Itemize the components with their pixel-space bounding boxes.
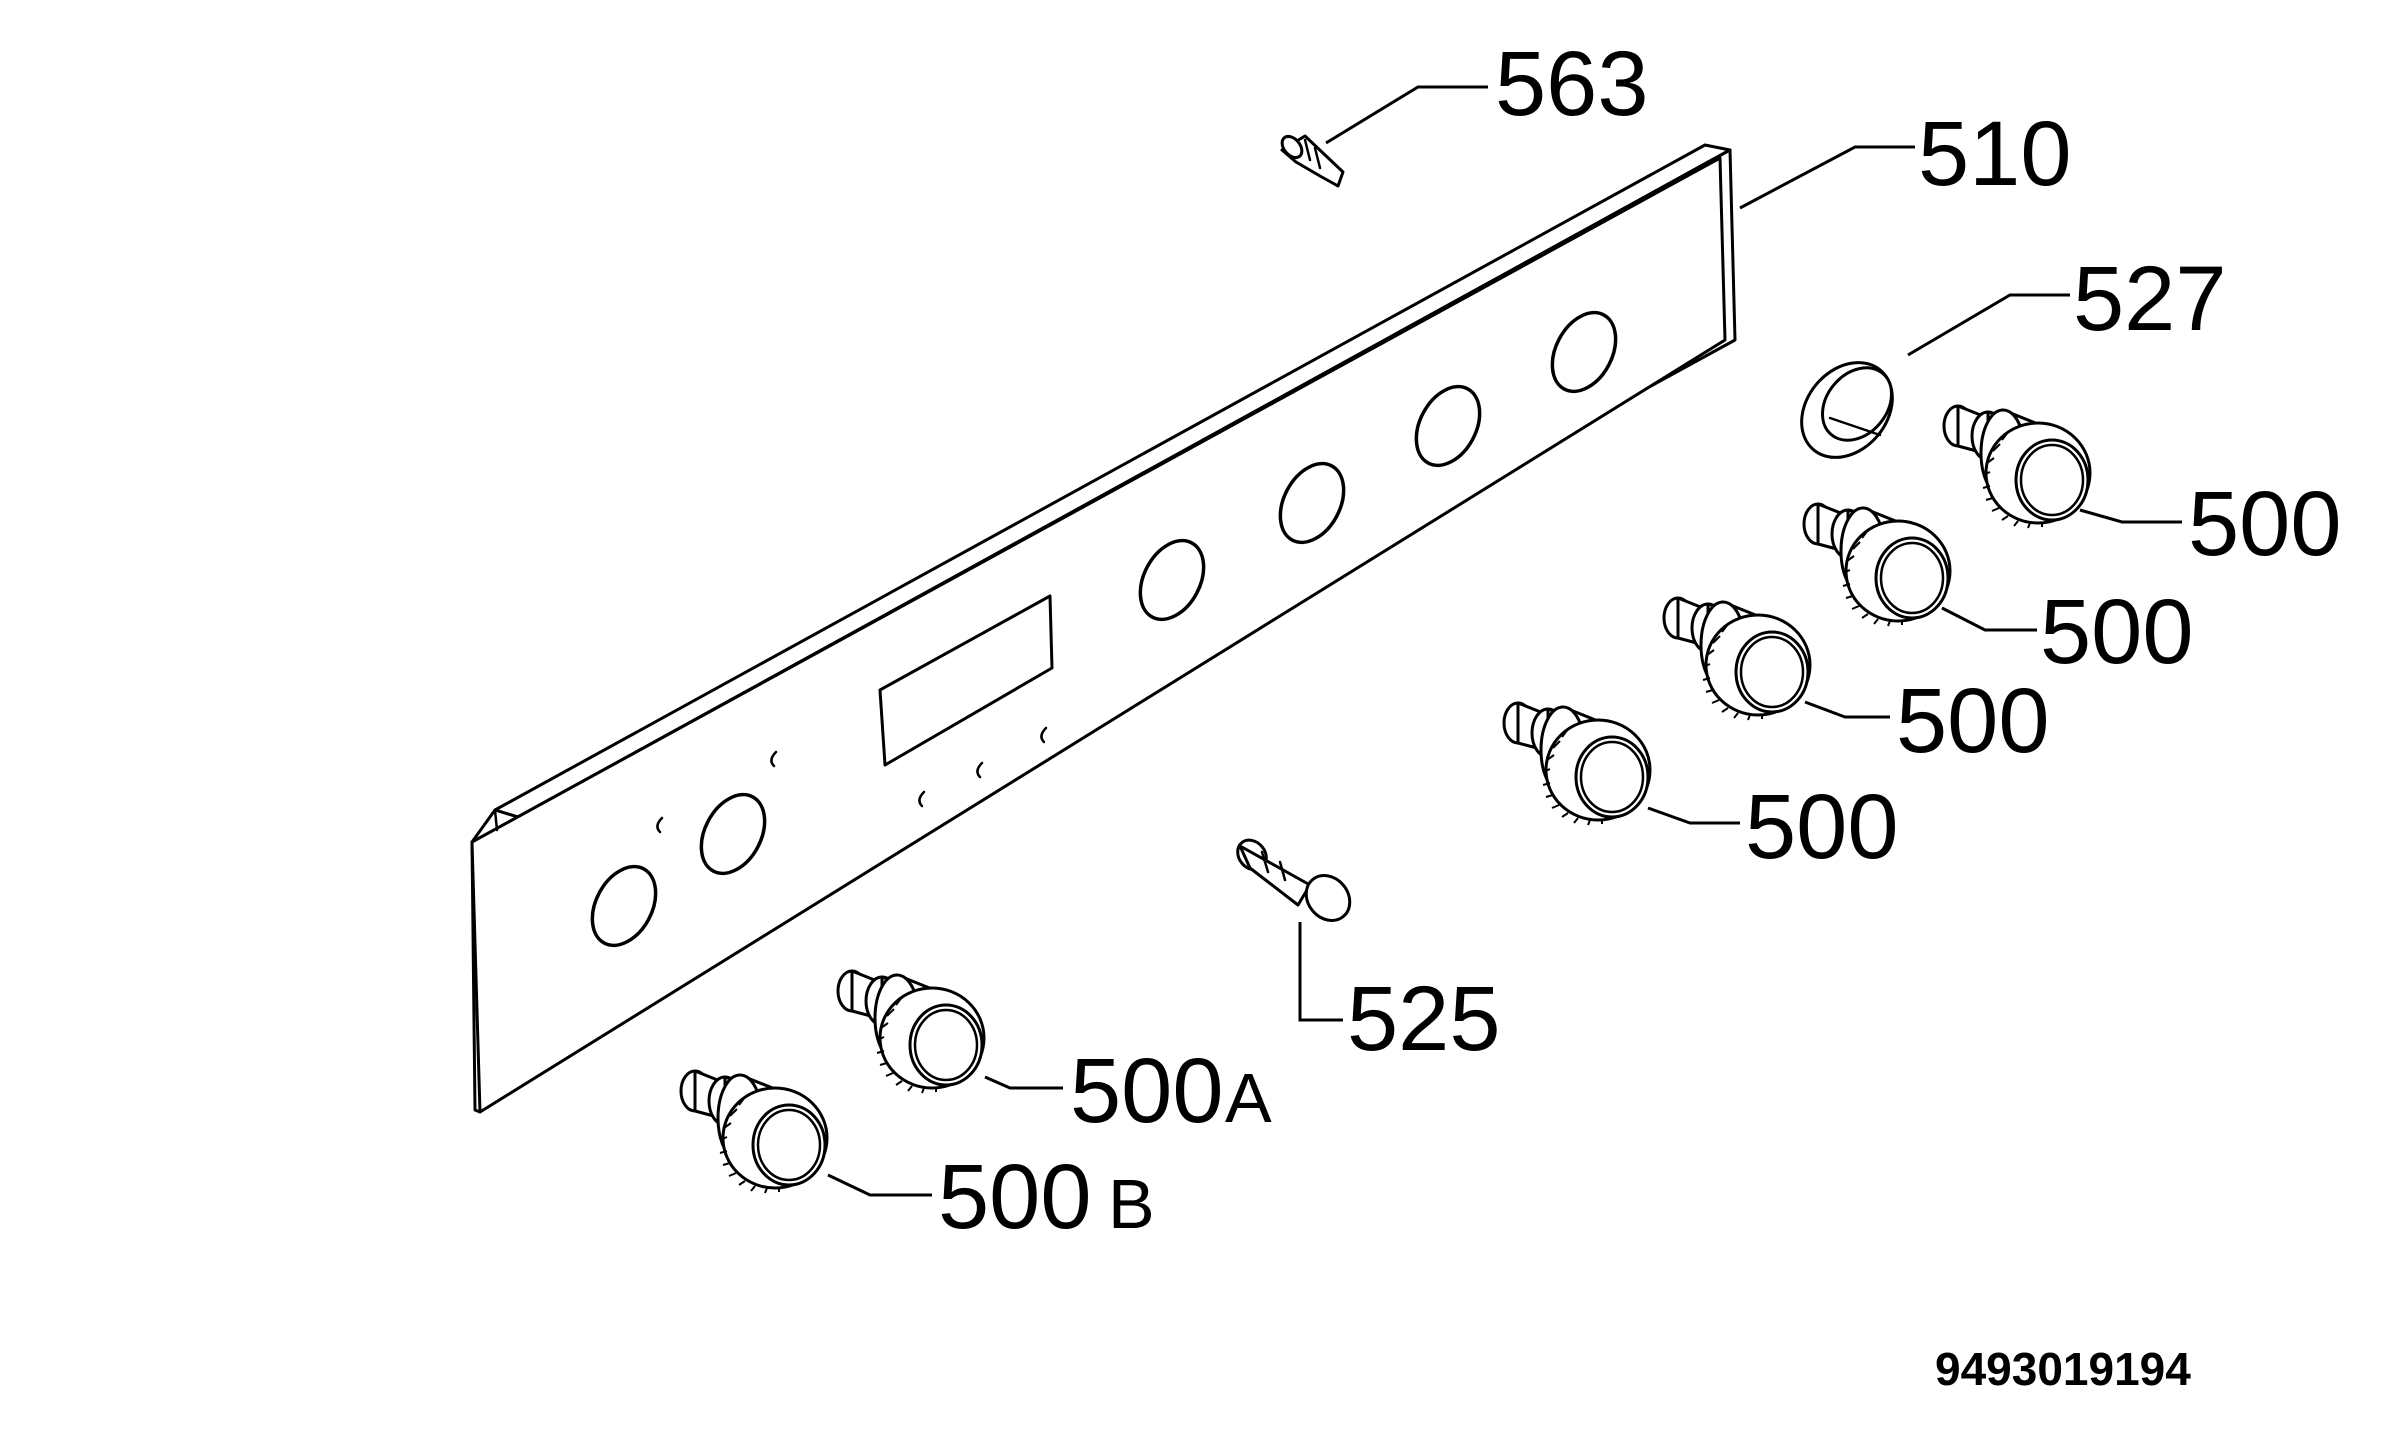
knob-500A xyxy=(836,969,986,1095)
callout-500A-number: 500 xyxy=(1070,1040,1224,1142)
knob-hole xyxy=(1278,461,1346,545)
control-panel-510 xyxy=(470,143,1737,1114)
callout-510: 510 xyxy=(1918,103,2072,205)
knob-hole xyxy=(1414,384,1482,468)
knob-500-2 xyxy=(1802,502,1952,628)
panel-mark xyxy=(656,816,664,834)
leader-lines xyxy=(827,85,2182,1197)
screw-525 xyxy=(1236,838,1352,922)
knob-hole xyxy=(1138,538,1206,622)
callout-500: 500 xyxy=(2040,581,2194,683)
callout-500B-suffix: B xyxy=(1108,1165,1155,1243)
panel-mark xyxy=(770,750,778,768)
panel-mark xyxy=(1040,726,1048,744)
knob-500-1 xyxy=(1942,404,2092,530)
knob-hole xyxy=(699,792,767,876)
knob-500B xyxy=(679,1069,829,1195)
callout-500: 500 xyxy=(1896,670,2050,772)
callout-527: 527 xyxy=(2073,248,2227,350)
callout-500: 500 xyxy=(2188,473,2342,575)
callout-500A-suffix: A xyxy=(1225,1059,1272,1137)
knob-500-3 xyxy=(1662,596,1812,722)
knob-500-4 xyxy=(1502,701,1652,827)
panel-mark xyxy=(918,790,926,808)
callout-525: 525 xyxy=(1347,968,1501,1070)
callout-500B-number: 500 xyxy=(938,1146,1092,1248)
callout-563: 563 xyxy=(1495,33,1649,135)
knob-hole xyxy=(590,864,658,948)
pin-563 xyxy=(1280,134,1345,188)
panel-mark xyxy=(976,761,984,779)
ring-527 xyxy=(1800,361,1894,459)
callout-500: 500 xyxy=(1745,776,1899,878)
document-number: 9493019194 xyxy=(1935,1343,2191,1395)
display-window xyxy=(878,594,1054,767)
knob-hole xyxy=(1550,310,1618,394)
